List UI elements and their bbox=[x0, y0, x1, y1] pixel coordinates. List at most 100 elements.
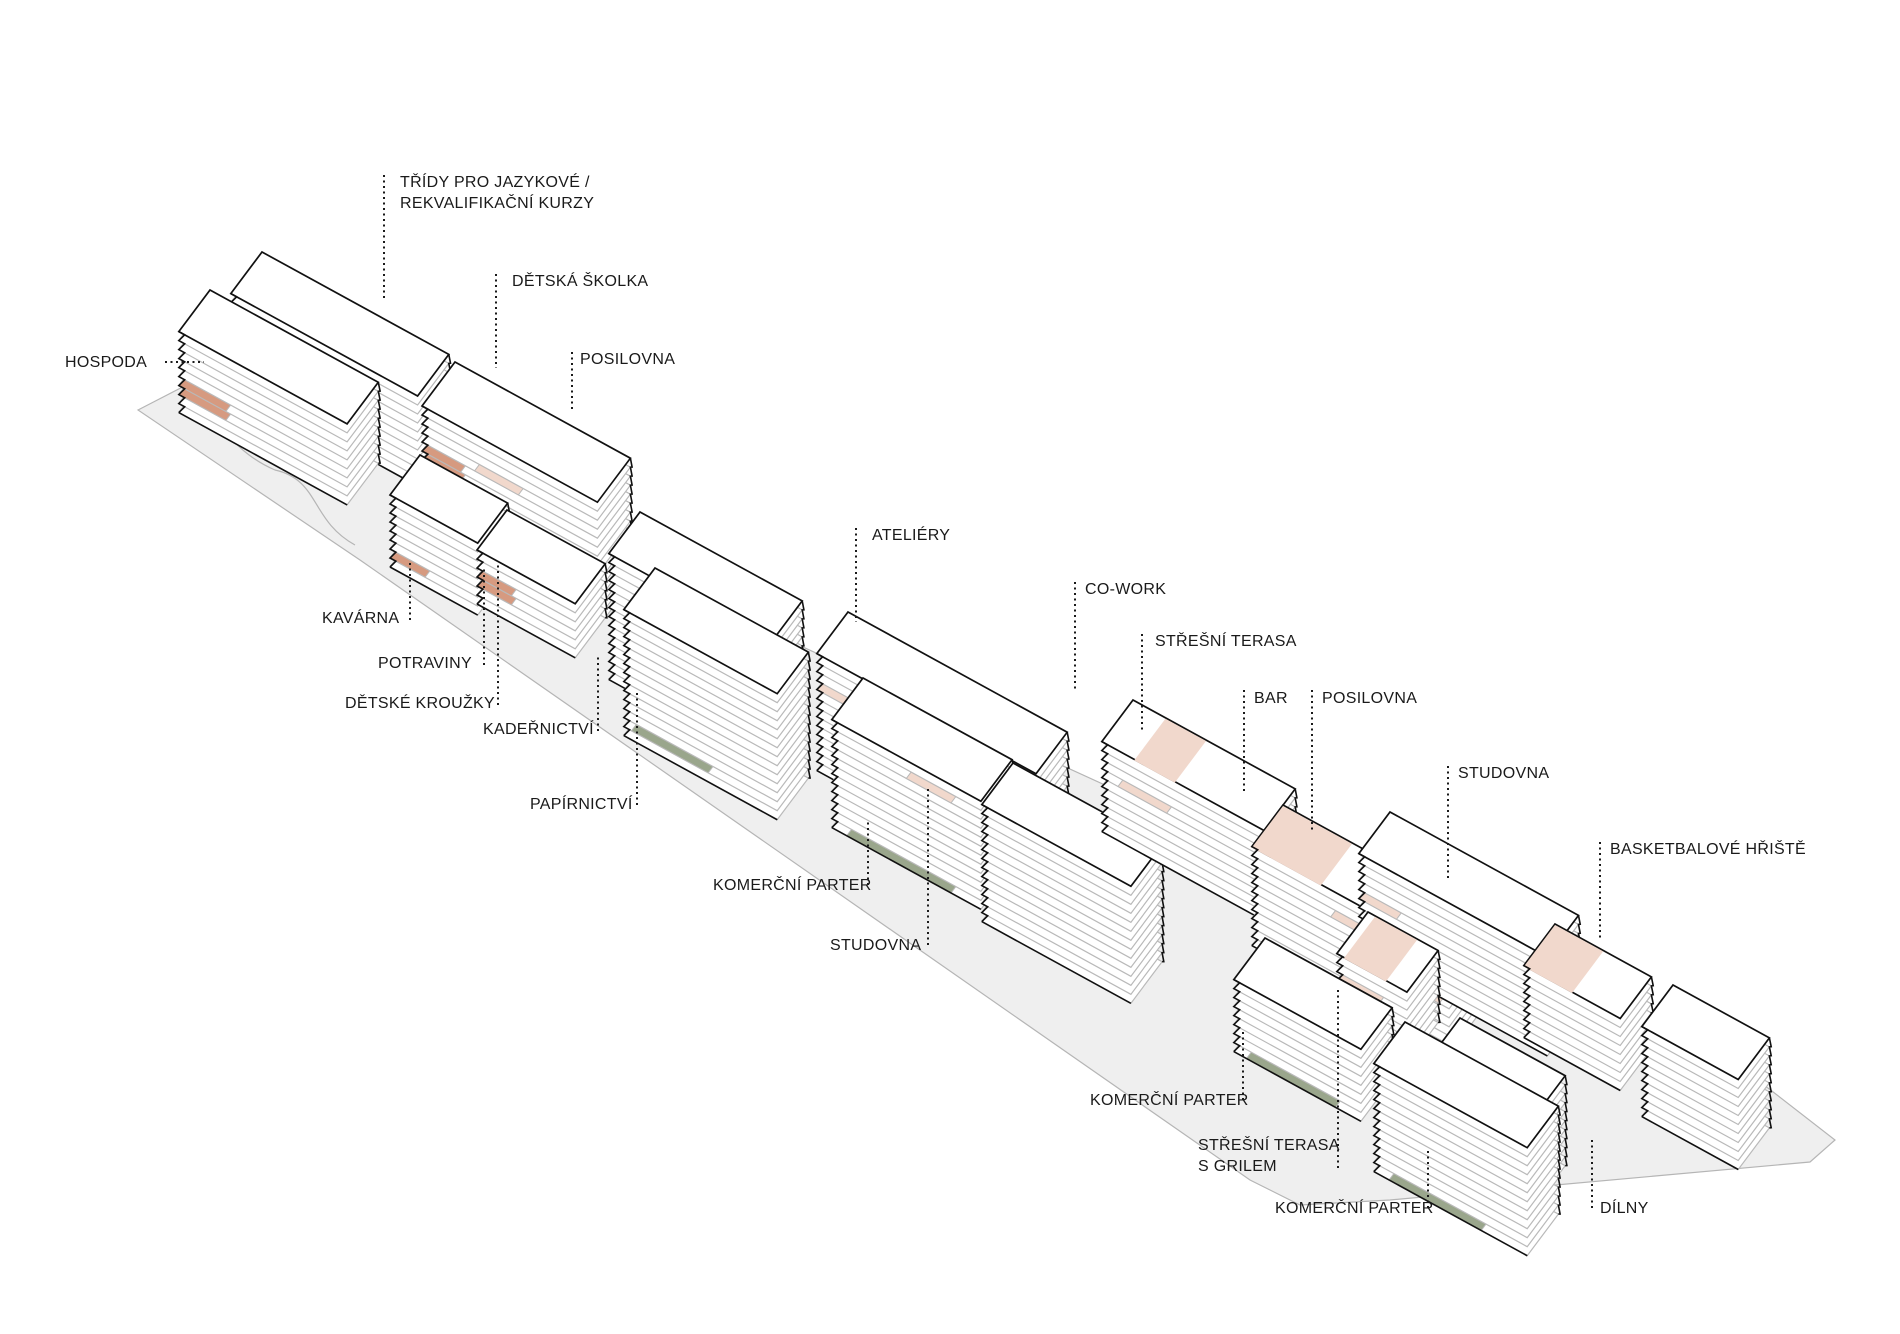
facade-profile bbox=[1768, 1037, 1773, 1129]
label-krouzky: DĚTSKÉ KROUŽKY bbox=[345, 564, 499, 712]
base-edge bbox=[389, 566, 479, 616]
roof bbox=[475, 508, 607, 605]
label-text: DÍLNY bbox=[1600, 1198, 1649, 1217]
label-text: STUDOVNA bbox=[830, 937, 921, 954]
roof bbox=[1372, 1020, 1560, 1149]
facade-profile bbox=[980, 803, 990, 923]
label-text: HOSPODA bbox=[65, 354, 147, 371]
facade-profile bbox=[475, 549, 485, 605]
roof bbox=[1640, 983, 1771, 1081]
label-text: STŘEŠNÍ TERASA bbox=[1198, 1135, 1340, 1154]
label-text: POSILOVNA bbox=[580, 351, 675, 368]
label-papirnictvi: PAPÍRNICTVÍ bbox=[530, 692, 638, 813]
label-dilny: DÍLNY bbox=[1591, 1140, 1649, 1217]
label-text: BASKETBALOVÉ HŘIŠTĚ bbox=[1610, 839, 1806, 858]
label-text: KOMERČNÍ PARTER bbox=[1275, 1198, 1434, 1217]
facade-profile bbox=[1564, 1075, 1568, 1167]
label-posilovna2: POSILOVNA bbox=[1311, 690, 1417, 830]
facade-profile bbox=[1640, 1025, 1650, 1118]
label-cowork: CO-WORK bbox=[1074, 581, 1166, 690]
label-parter1: KOMERČNÍ PARTER bbox=[713, 822, 872, 894]
label-bar: BAR bbox=[1243, 690, 1288, 792]
label-basket: BASKETBALOVÉ HŘIŠTĚ bbox=[1599, 839, 1806, 940]
label-text: BAR bbox=[1254, 690, 1288, 707]
base-edge bbox=[1641, 1115, 1739, 1171]
label-text: ATELIÉRY bbox=[872, 525, 950, 544]
building-b19 bbox=[1372, 1020, 1562, 1257]
facade-profile bbox=[388, 494, 398, 568]
facade-profile bbox=[1232, 978, 1242, 1053]
roof bbox=[388, 453, 509, 545]
label-hospoda: HOSPODA bbox=[65, 354, 204, 371]
base-edge bbox=[1523, 1036, 1621, 1092]
building-b11 bbox=[1100, 698, 1298, 922]
facade-profile bbox=[1557, 1105, 1562, 1215]
label-text: KOMERČNÍ PARTER bbox=[1090, 1090, 1249, 1109]
base-edge bbox=[1373, 1170, 1528, 1257]
label-posilovna1: POSILOVNA bbox=[571, 351, 675, 412]
label-text: DĚTSKÉ KROUŽKY bbox=[345, 693, 495, 712]
label-parter3: KOMERČNÍ PARTER bbox=[1275, 1150, 1434, 1217]
base-edge bbox=[1101, 830, 1265, 922]
base-edge bbox=[178, 411, 348, 506]
building-b10 bbox=[980, 761, 1165, 1005]
label-text: DĚTSKÁ ŠKOLKA bbox=[512, 271, 648, 290]
base-edge bbox=[831, 826, 982, 911]
facade-profile bbox=[815, 652, 825, 772]
label-text: STŘEŠNÍ TERASA bbox=[1155, 631, 1297, 650]
label-text: POSILOVNA bbox=[1322, 690, 1417, 707]
roof bbox=[622, 566, 810, 695]
buildings bbox=[177, 250, 1773, 1257]
label-ateliery: ATELIÉRY bbox=[855, 525, 950, 622]
facade-profile bbox=[830, 718, 840, 829]
label-terasa2: STŘEŠNÍ TERASA S GRILEM bbox=[1198, 990, 1340, 1175]
label-terasa1: STŘEŠNÍ TERASA bbox=[1141, 631, 1297, 730]
facade-profile bbox=[807, 651, 812, 779]
label-skolka: DĚTSKÁ ŠKOLKA bbox=[495, 271, 648, 368]
building-b9 bbox=[830, 676, 1015, 911]
label-text: TŘÍDY PRO JAZYKOVÉ / bbox=[400, 172, 590, 191]
facade-profile bbox=[177, 330, 187, 414]
building-b18 bbox=[1640, 983, 1773, 1171]
facade-profile bbox=[1522, 964, 1532, 1039]
label-text: KAVÁRNA bbox=[322, 608, 399, 627]
facade-profile bbox=[1100, 740, 1110, 833]
building-b15 bbox=[1232, 936, 1395, 1123]
roof-zone bbox=[1523, 925, 1604, 993]
roof bbox=[830, 676, 1014, 803]
label-tridy: TŘÍDY PRO JAZYKOVÉ / REKVALIFIKAČNÍ KURZY bbox=[383, 172, 594, 300]
roof bbox=[420, 360, 632, 504]
label-kavarna: KAVÁRNA bbox=[322, 560, 411, 627]
base-edge bbox=[1233, 1050, 1362, 1123]
label-kadernictvi: KADEŘNICTVÍ bbox=[483, 655, 599, 738]
label-text: S GRILEM bbox=[1198, 1158, 1277, 1175]
base-edge bbox=[623, 734, 778, 821]
roof-zone bbox=[1134, 718, 1206, 783]
label-text: KADEŘNICTVÍ bbox=[483, 719, 594, 738]
facade-profile bbox=[1372, 1062, 1382, 1173]
roof bbox=[1232, 936, 1394, 1051]
building-b2 bbox=[177, 288, 382, 506]
label-text: REKVALIFIKAČNÍ KURZY bbox=[400, 193, 594, 212]
roof bbox=[815, 610, 1069, 775]
roof bbox=[229, 250, 451, 398]
label-studovna2: STUDOVNA bbox=[830, 786, 929, 954]
label-text: CO-WORK bbox=[1085, 581, 1166, 598]
facade-profile bbox=[604, 563, 608, 619]
roof-zone bbox=[1343, 916, 1418, 982]
facade-profile bbox=[622, 608, 632, 737]
facade-profile bbox=[1437, 950, 1441, 1024]
building-b7 bbox=[622, 566, 812, 821]
label-text: PAPÍRNICTVÍ bbox=[530, 794, 633, 813]
facade-profile bbox=[377, 382, 382, 465]
roof bbox=[177, 288, 380, 425]
labels: TŘÍDY PRO JAZYKOVÉ / REKVALIFIKAČNÍ KURZY… bbox=[65, 172, 1806, 1217]
label-text: STUDOVNA bbox=[1458, 765, 1549, 782]
label-text: POTRAVINY bbox=[378, 655, 472, 672]
label-text: KOMERČNÍ PARTER bbox=[713, 875, 872, 894]
roof-zone bbox=[1251, 806, 1352, 886]
label-studovna1: STUDOVNA bbox=[1447, 765, 1549, 878]
building-b16 bbox=[1522, 922, 1655, 1092]
base-edge bbox=[476, 603, 576, 659]
